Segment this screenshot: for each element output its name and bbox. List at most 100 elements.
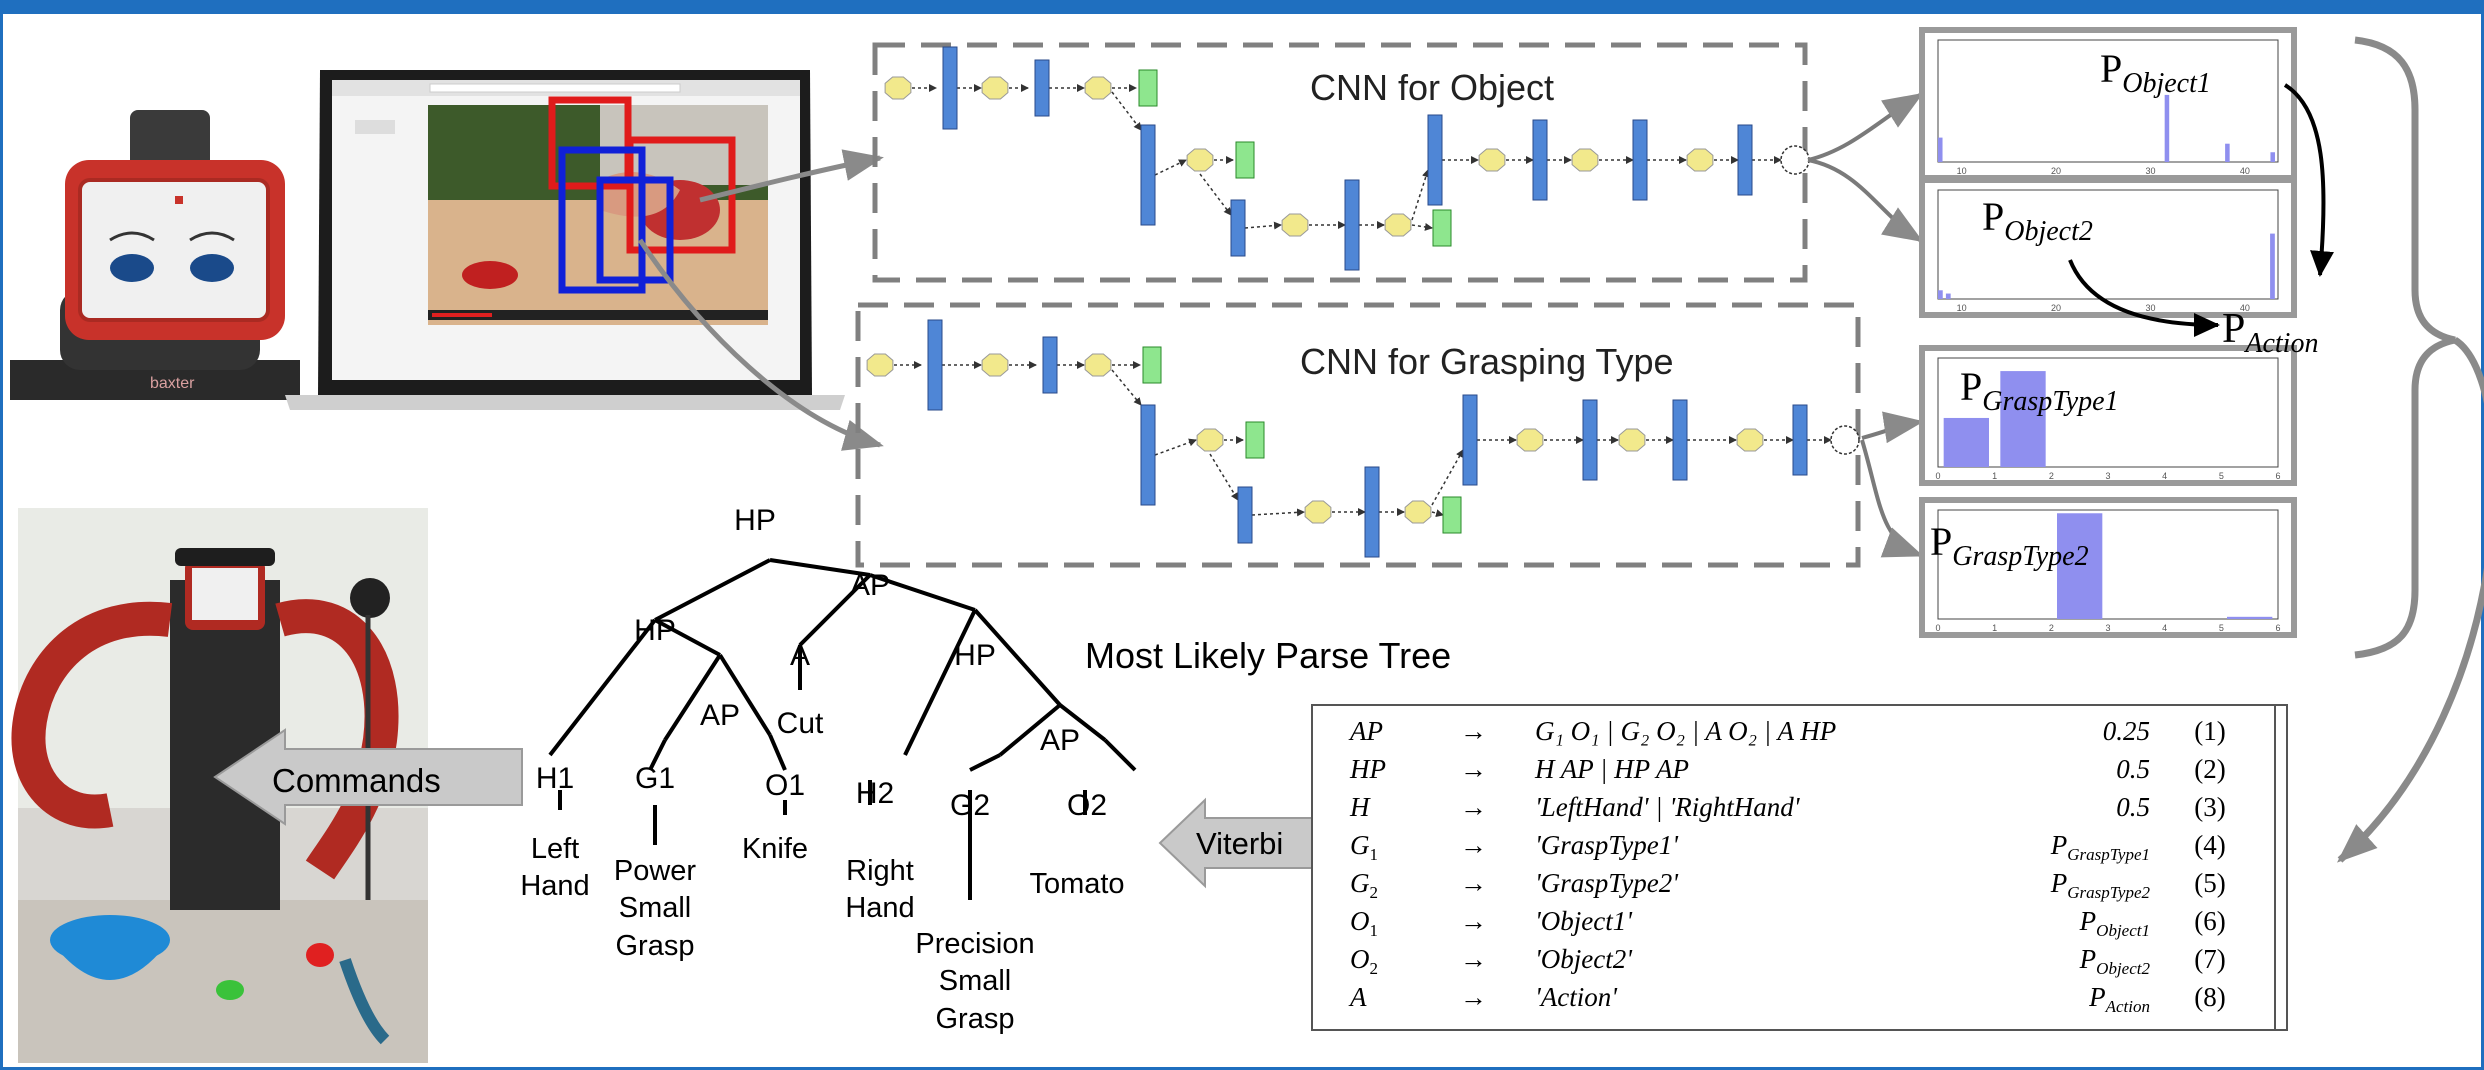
grammar-row: O2→'Object2'PObject2(7) bbox=[1350, 944, 2226, 978]
cnn-conv-node bbox=[1672, 399, 1688, 481]
cnn-relu-node bbox=[1142, 346, 1162, 384]
cnn-link bbox=[1411, 223, 1433, 231]
cnn-pool-node bbox=[1084, 353, 1112, 377]
grammar-prob-sub: Object2 bbox=[2096, 959, 2150, 978]
robot-brand-label: baxter bbox=[150, 375, 195, 392]
cnn-conv-node bbox=[1364, 466, 1380, 558]
cnn-pool-node bbox=[1404, 500, 1432, 524]
baxter-robot-head: baxter bbox=[10, 110, 300, 400]
viterbi-label: Viterbi bbox=[1196, 826, 1283, 861]
panel-tick-label: 1 bbox=[1992, 623, 1997, 633]
curly-brace-arrow bbox=[2337, 36, 2484, 863]
grammar-rhs: 'Object1' bbox=[1535, 906, 1633, 936]
grammar-rhs: 'GraspType1' bbox=[1535, 830, 1679, 860]
grammar-lhs: O2 bbox=[1350, 944, 1378, 978]
cnn-relu-node bbox=[1245, 421, 1265, 459]
parse-tree-title: Most Likely Parse Tree bbox=[1085, 635, 1451, 676]
cnn-link bbox=[1209, 453, 1239, 501]
cnn-pool-node bbox=[1736, 428, 1764, 452]
cnn-conv-node bbox=[942, 46, 958, 130]
grammar-prob-main: 0.25 bbox=[2103, 716, 2150, 746]
panel-bar bbox=[2057, 513, 2103, 619]
cnn-relu-node bbox=[1138, 69, 1158, 107]
grammar-lhs-symbol: G bbox=[1350, 830, 1370, 860]
tree-edge bbox=[1103, 738, 1137, 772]
tree-leaf-left-hand: Hand bbox=[520, 870, 589, 902]
panel-tick-label: 10 bbox=[1957, 166, 1967, 176]
tree-node-g1: G1 bbox=[635, 762, 675, 795]
cnn-link bbox=[1411, 169, 1430, 221]
grammar-row: O1→'Object1'PObject1(6) bbox=[1350, 906, 2226, 940]
cnn-pool-node bbox=[981, 353, 1009, 377]
cnn-conv-node bbox=[1237, 486, 1253, 544]
panel-prob-label: PObject2 bbox=[1982, 194, 2093, 247]
grammar-lhs-symbol: AP bbox=[1348, 716, 1383, 746]
tree-edge bbox=[663, 653, 722, 742]
panel-tick-label: 20 bbox=[2051, 166, 2061, 176]
panel-tick-label: 3 bbox=[2105, 623, 2110, 633]
cnn-conv-node bbox=[1042, 336, 1058, 394]
cnn-grasp-title: CNN for Grasping Type bbox=[1300, 341, 1673, 382]
cnn-pool-node bbox=[1281, 213, 1309, 237]
panel-bar bbox=[1943, 417, 1989, 467]
grammar-prob-main: P bbox=[2079, 944, 2097, 974]
panel-tick-label: 6 bbox=[2275, 471, 2280, 481]
cnn-link bbox=[1244, 221, 1282, 230]
panel-prob-sub: Object1 bbox=[2122, 68, 2211, 99]
grammar-lhs-sub: 1 bbox=[1370, 845, 1379, 864]
grammar-eq-number: (1) bbox=[2194, 716, 2225, 746]
tree-leaf-tomato: Tomato bbox=[1029, 868, 1124, 900]
panel-axes bbox=[1937, 509, 2279, 620]
cnn-object-network bbox=[884, 46, 1810, 271]
tree-node-ap: AP bbox=[850, 569, 890, 602]
cnn-conv-node bbox=[1140, 124, 1156, 226]
panel-tick-label: 30 bbox=[2145, 303, 2155, 313]
panel-prob-label: PObject1 bbox=[2100, 46, 2211, 99]
grammar-lhs-symbol: HP bbox=[1349, 754, 1386, 784]
panel-axes bbox=[1937, 189, 2279, 300]
cnn-pool-node bbox=[866, 353, 894, 377]
cnn-link bbox=[1154, 159, 1187, 176]
cnn-conv-node bbox=[1737, 124, 1753, 196]
panel-bar bbox=[1945, 293, 1951, 299]
tree-edge bbox=[718, 653, 772, 737]
tree-edge bbox=[648, 739, 667, 771]
grammar-prob-main: 0.5 bbox=[2116, 754, 2150, 784]
grammar-lhs-symbol: O bbox=[1350, 906, 1370, 936]
grammar-row: G1→'GraspType1'PGraspType1(4) bbox=[1350, 830, 2226, 864]
grammar-prob-sub: GraspType2 bbox=[2067, 883, 2150, 902]
cnn-conv-node bbox=[1582, 399, 1598, 481]
cnn-pool-node bbox=[1686, 148, 1714, 172]
panel-tick-label: 40 bbox=[2240, 166, 2250, 176]
panel-tick-label: 2 bbox=[2049, 471, 2054, 481]
tree-edge bbox=[998, 703, 1062, 757]
grammar-lhs: AP bbox=[1348, 716, 1383, 746]
cnn-conv-node bbox=[1230, 199, 1246, 257]
cnn-to-prob-arrows bbox=[1807, 92, 1924, 558]
panel-tick-label: 20 bbox=[2051, 303, 2061, 313]
grammar-prob: PGraspType2 bbox=[2050, 868, 2151, 902]
grammar-lhs: G1 bbox=[1350, 830, 1378, 864]
cnn-output-node bbox=[1780, 145, 1810, 175]
panel-prob-p: P bbox=[2100, 46, 2122, 91]
cnn-link bbox=[1251, 508, 1305, 517]
cnn-pool-node bbox=[1084, 76, 1112, 100]
grammar-row: G2→'GraspType2'PGraspType2(5) bbox=[1350, 868, 2226, 902]
panel-tick-label: 6 bbox=[2275, 623, 2280, 633]
grammar-prob: PObject2 bbox=[2079, 944, 2151, 978]
grammar-eq-number: (8) bbox=[2194, 982, 2225, 1012]
tree-node-hp: HP bbox=[734, 504, 776, 537]
panel-bar bbox=[2270, 152, 2275, 162]
tree-edge bbox=[869, 573, 976, 612]
tree-edge bbox=[1058, 703, 1107, 742]
cnn-link bbox=[1431, 449, 1464, 506]
cnn-conv-node bbox=[1532, 119, 1548, 201]
grammar-arrow: → bbox=[1460, 792, 1487, 822]
cnn-conv-node bbox=[1344, 179, 1360, 271]
